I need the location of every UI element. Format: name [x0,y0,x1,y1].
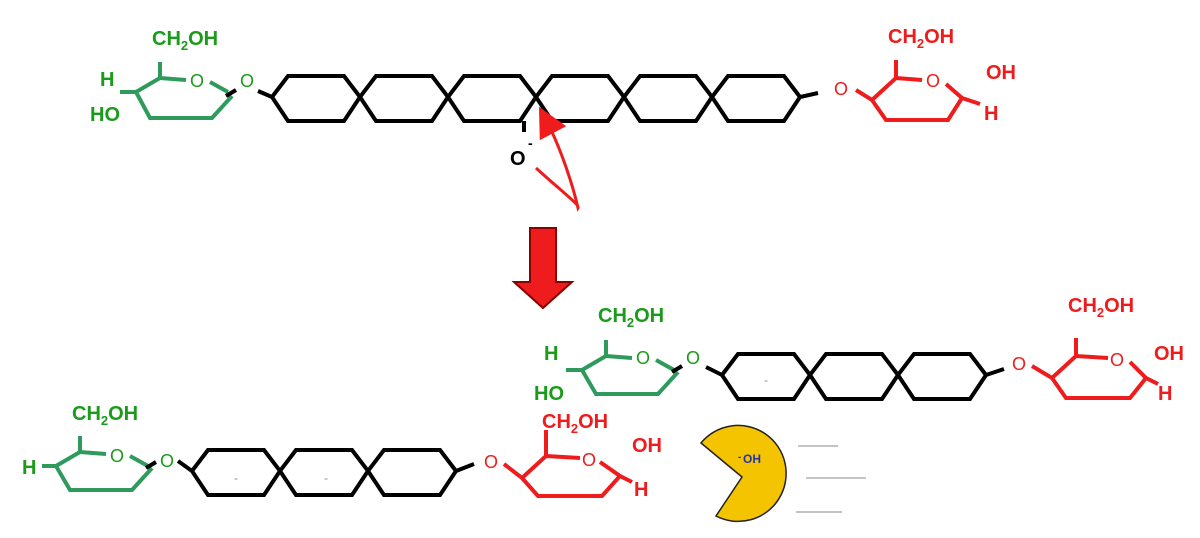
bl-ring-mark-2: - [324,471,328,485]
top-left-ho: HO [90,104,120,126]
top-right-sugar: CH2OH OH H O O [834,26,1016,125]
bl-left-ring-bonds [53,436,154,492]
top-right-h: H [984,103,998,125]
br-right-ch2oh: CH2OH [1068,295,1134,320]
br-left-ch2oh: CH2OH [598,305,664,330]
bl-right-oh: OH [632,435,662,457]
top-left-ring-bond2 [159,76,187,82]
top-right-oh: OH [986,62,1016,84]
top-left-ring-bond3 [209,80,229,94]
top-chain [257,74,819,132]
bottom-left-molecule: - - CH2OH H O O CH2OH OH H O O [22,403,662,501]
down-arrow-icon [511,227,575,310]
br-chain-lower [705,365,1005,401]
br-right-link-o: O [1012,354,1026,374]
bottom-right-molecule: - CH2OH H HO O O CH2OH OH H O O [534,295,1184,405]
pacman-icon [699,424,787,523]
br-left-link-o: O [686,348,700,368]
bl-left-ring-o: O [110,446,124,466]
top-left-anomeric [224,88,238,98]
top-molecule: CH2OH H HO O O CH2OH OH H O O O - [90,26,1016,212]
br-left-sugar: CH2OH H HO O O [534,305,700,405]
top-left-link-o: O [240,71,254,91]
bl-right-ring-bond2 [545,454,581,460]
br-left-anomeric [670,364,684,374]
bl-right-h: H [634,479,648,501]
br-ring-mark: - [764,373,768,387]
alkoxide: O - [510,135,533,170]
bl-right-ring-bond3 [520,460,623,498]
br-right-ring-bond2 [1075,354,1109,360]
pacman-label: OH [743,452,761,466]
reaction-arrow [511,227,575,310]
top-left-ring-bonds [133,62,234,120]
top-right-ring-bond2 [895,76,923,82]
bl-chain-lower [176,459,475,497]
bl-right-ring-bonds [502,430,548,481]
top-left-ch2oh: CH2OH [152,28,218,53]
br-left-ho: HO [534,383,564,405]
top-right-h-bond [961,96,981,106]
bl-right-sugar: CH2OH OH H O O [484,411,662,501]
bl-right-link-o: O [484,452,498,472]
br-right-h-bond [1145,376,1159,386]
bl-left-ring-bond2 [79,450,107,456]
br-left-ring-bonds [579,340,680,396]
bl-left-h: H [22,457,36,479]
nucleophilic-attack-arrow [534,106,580,212]
bl-left-ring-bond3 [129,454,149,468]
bl-left-ch2oh: CH2OH [72,403,138,428]
br-left-ring-bond3 [655,358,675,372]
bl-ring-mark-1: - [234,471,238,485]
br-left-ring-bond2 [605,354,633,360]
br-right-sugar: CH2OH OH H O O [1012,295,1184,405]
alkoxide-charge: - [528,135,533,151]
top-right-ring-bond3 [870,82,965,122]
br-right-ring-bond3 [1050,360,1149,400]
br-right-h: H [1158,383,1172,405]
bl-right-ch2oh: CH2OH [542,411,608,436]
top-right-link-o: O [834,79,848,99]
br-right-ring-bonds [1030,338,1078,381]
top-right-ch2oh: CH2OH [888,26,954,51]
top-left-sugar: CH2OH H HO O O [90,28,254,126]
bl-chain-upper [190,448,458,475]
pacman-charge: - [738,452,741,463]
bl-left-link-o: O [160,451,174,471]
bl-left-sugar: CH2OH H O O [22,403,174,492]
br-right-ring-o: O [1110,350,1124,370]
top-left-ring-o: O [190,71,204,91]
top-right-ring-o: O [926,71,940,91]
pacman-hydroxide: - OH [699,424,866,523]
br-right-oh: OH [1154,343,1184,365]
br-left-h: H [544,343,558,365]
alkoxide-o: O [510,148,526,170]
bl-right-h-bond [619,474,633,484]
top-right-ring-bonds [854,60,898,103]
top-left-h: H [100,69,114,91]
top-chain-upper [270,74,802,101]
bl-right-ring-o: O [582,450,596,470]
br-left-ring-o: O [636,348,650,368]
bl-chain: - - [176,448,475,497]
bl-left-anomeric [144,460,158,470]
br-chain: - [705,352,1005,401]
br-chain-upper [720,352,988,379]
